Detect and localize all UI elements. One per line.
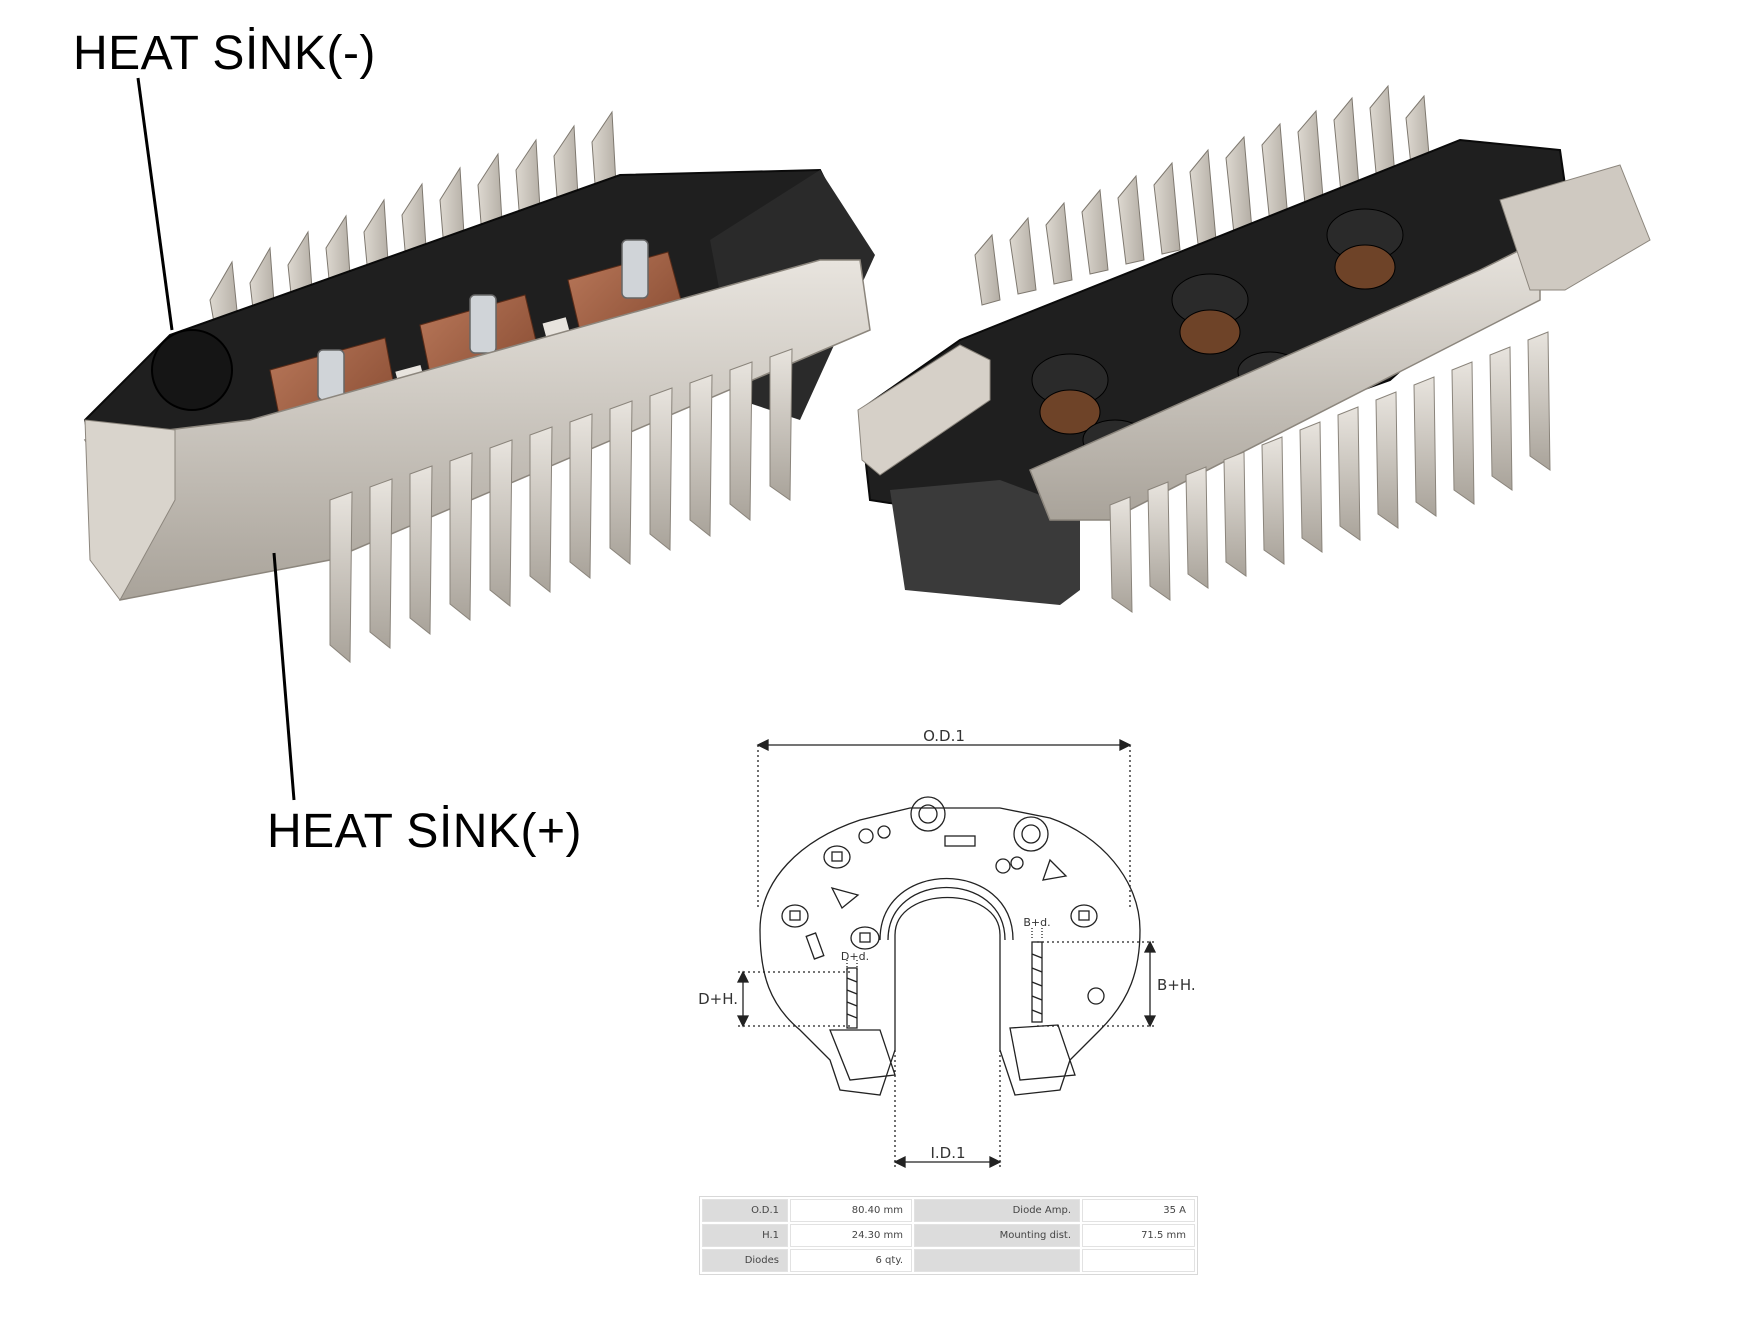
table-row: H.1 24.30 mm Mounting dist. 71.5 mm	[702, 1224, 1195, 1247]
front-fins-right	[1109, 331, 1551, 613]
black-base-block	[890, 480, 1080, 605]
spec-key: Diode Amp.	[914, 1199, 1080, 1222]
front-plate-right	[1029, 238, 1541, 521]
left-end-block	[84, 419, 176, 601]
specs-table: O.D.1 80.40 mm Diode Amp. 35 A H.1 24.30…	[699, 1196, 1198, 1275]
negative-terminal-cap	[151, 329, 233, 411]
spec-value: 6 qty.	[790, 1249, 912, 1272]
spec-key: Diodes	[702, 1249, 788, 1272]
front-fins-left	[329, 348, 793, 664]
od-dimension-label: O.D.1	[923, 727, 965, 745]
spec-value	[1082, 1249, 1195, 1272]
leader-line-negative	[136, 77, 174, 331]
spec-key: H.1	[702, 1224, 788, 1247]
id-dimension-label: I.D.1	[930, 1144, 965, 1162]
rectifier-left-photo	[83, 77, 875, 801]
terminal-bolts	[317, 239, 649, 401]
bd-dimension-label: B+d.	[1023, 916, 1050, 929]
right-end-block	[1499, 164, 1651, 291]
dd-dimension-label: D+d.	[841, 950, 869, 963]
leader-line-positive	[272, 552, 296, 801]
heat-sink-positive-label: HEAT SİNK(+)	[267, 805, 582, 858]
spec-value: 35 A	[1082, 1199, 1195, 1222]
back-fins-right	[974, 84, 1433, 306]
left-rail-right	[857, 344, 991, 476]
spec-value: 80.40 mm	[790, 1199, 912, 1222]
spec-key: Mounting dist.	[914, 1224, 1080, 1247]
spec-value: 71.5 mm	[1082, 1224, 1195, 1247]
rectifier-right-photo	[857, 84, 1651, 613]
table-row: O.D.1 80.40 mm Diode Amp. 35 A	[702, 1199, 1195, 1222]
spec-key	[914, 1249, 1080, 1272]
table-row: Diodes 6 qty.	[702, 1249, 1195, 1272]
dh-dimension-label: D+H.	[698, 990, 738, 1008]
spec-key: O.D.1	[702, 1199, 788, 1222]
heat-sink-negative-label: HEAT SİNK(-)	[73, 27, 376, 80]
technical-drawing	[736, 738, 1157, 1170]
spec-value: 24.30 mm	[790, 1224, 912, 1247]
bh-dimension-label: B+H.	[1157, 976, 1196, 994]
